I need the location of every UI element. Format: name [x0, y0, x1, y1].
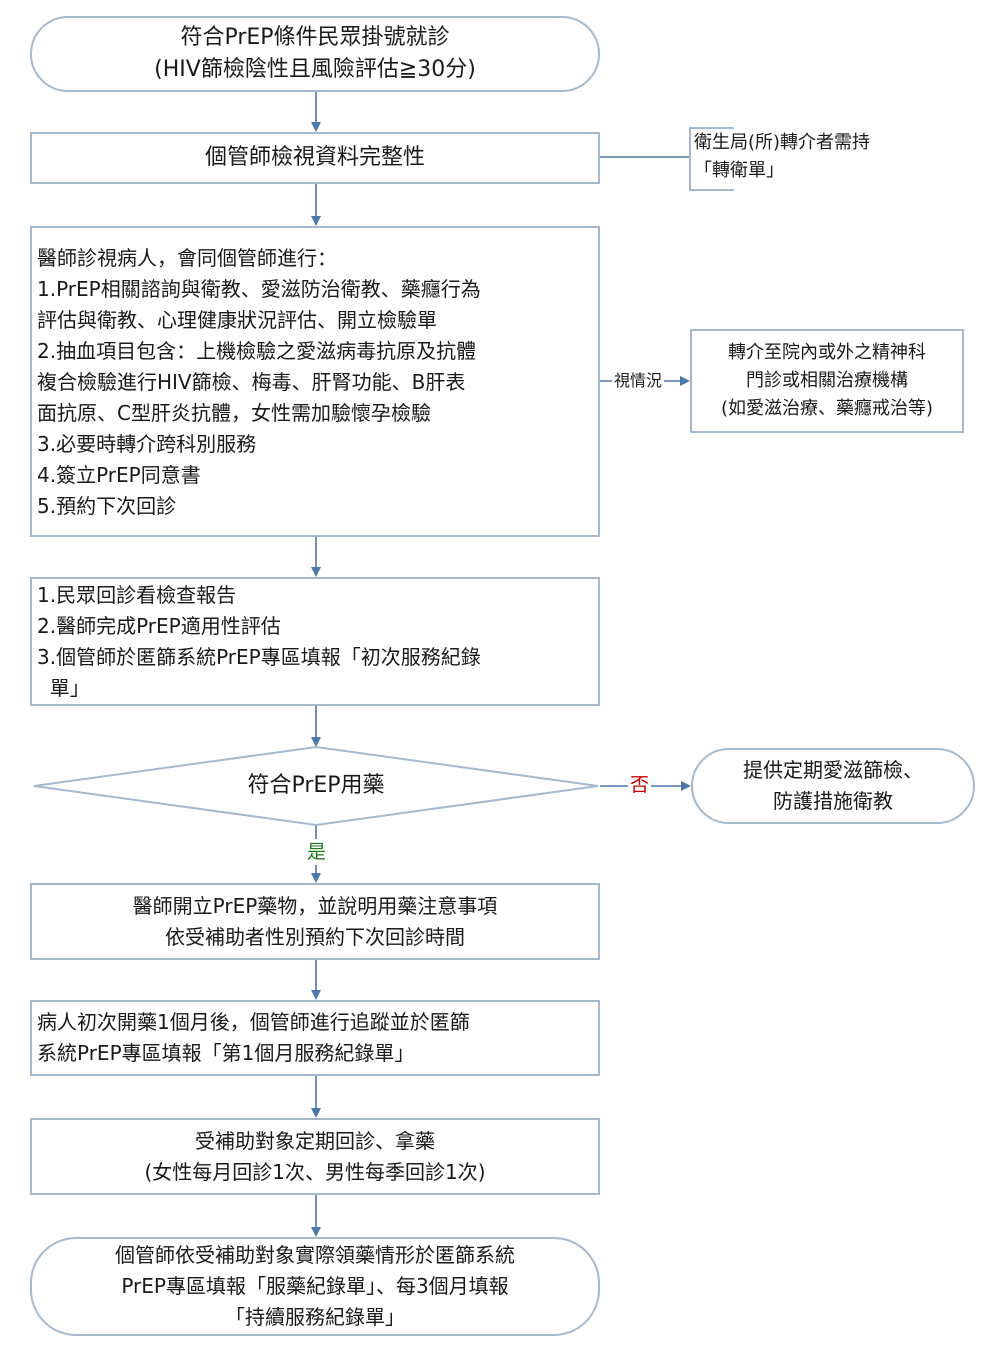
no-branch-line-1: 提供定期愛滋篩檢、	[743, 758, 923, 782]
start-line-1: 符合PrEP條件民眾掛號就診	[180, 25, 450, 50]
report-line-4: 單」	[37, 675, 90, 700]
consult-line-6: 面抗原、C型肝炎抗體，女性需加驗懷孕檢驗	[37, 401, 431, 425]
report-line-2: 2.醫師完成PrEP適用性評估	[37, 613, 281, 638]
consult-line-7: 3.必要時轉介跨科別服務	[37, 432, 257, 456]
end-line-1: 個管師依受補助對象實際領藥情形於匿篩系統	[115, 1243, 515, 1267]
refer-out-line-1: 轉介至院內或外之精神科	[728, 342, 926, 363]
end-terminal: 個管師依受補助對象實際領藥情形於匿篩系統 PrEP專區填報「服藥紀錄單」、每3個…	[30, 1237, 600, 1336]
consult-line-4: 2.抽血項目包含：上機檢驗之愛滋病毒抗原及抗體	[37, 339, 477, 363]
no-label: 否	[628, 772, 652, 798]
end-line-2: PrEP專區填報「服藥紀錄單」、每3個月填報	[121, 1274, 509, 1298]
regular-visit-box: 受補助對象定期回診、拿藥 (女性每月回診1次、男性每季回診1次)	[30, 1118, 600, 1195]
start-terminal: 符合PrEP條件民眾掛號就診 (HIV篩檢陰性且風險評估≧30分)	[30, 16, 600, 92]
yes-label: 是	[305, 839, 329, 865]
review-box: 個管師檢視資料完整性	[30, 132, 600, 184]
visit-line-1: 受補助對象定期回診、拿藥	[195, 1128, 435, 1153]
consult-line-3: 評估與衛教、心理健康狀況評估、開立檢驗單	[37, 308, 437, 332]
consult-line-5: 複合檢驗進行HIV篩檢、梅毒、肝腎功能、B肝表	[37, 370, 466, 394]
referral-note-line-2: 「轉衛單」	[694, 160, 784, 181]
prescribe-box: 醫師開立PrEP藥物，並說明用藥注意事項 依受補助者性別預約下次回診時間	[30, 883, 600, 960]
as-needed-label: 視情況	[612, 370, 665, 392]
month1-line-1: 病人初次開藥1個月後，個管師進行追蹤並於匿篩	[37, 1010, 470, 1034]
followup-report-box: 1.民眾回診看檢查報告 2.醫師完成PrEP適用性評估 3.個管師於匿篩系統Pr…	[30, 577, 600, 706]
refer-out-line-2: 門診或相關治療機構	[746, 370, 908, 391]
visit-line-2: (女性每月回診1次、男性每季回診1次)	[144, 1159, 486, 1184]
month1-followup-box: 病人初次開藥1個月後，個管師進行追蹤並於匿篩 系統PrEP專區填報「第1個月服務…	[30, 1000, 600, 1076]
consult-line-2: 1.PrEP相關諮詢與衛教、愛滋防治衛教、藥癮行為	[37, 277, 481, 301]
consult-line-1: 醫師診視病人，會同個管師進行：	[37, 246, 337, 270]
end-line-3: 「持續服務紀錄單」	[225, 1305, 405, 1329]
consultation-box: 醫師診視病人，會同個管師進行： 1.PrEP相關諮詢與衛教、愛滋防治衛教、藥癮行…	[30, 226, 600, 537]
report-line-1: 1.民眾回診看檢查報告	[37, 582, 237, 607]
note-bracket	[689, 127, 734, 191]
prescribe-line-2: 依受補助者性別預約下次回診時間	[165, 924, 465, 949]
prescribe-line-1: 醫師開立PrEP藥物，並說明用藥注意事項	[132, 893, 498, 918]
refer-out-line-3: (如愛滋治療、藥癮戒治等)	[720, 398, 934, 419]
no-branch-terminal: 提供定期愛滋篩檢、 防護措施衛教	[691, 748, 975, 824]
consult-line-8: 4.簽立PrEP同意書	[37, 463, 201, 487]
refer-out-box: 轉介至院內或外之精神科 門診或相關治療機構 (如愛滋治療、藥癮戒治等)	[690, 329, 964, 433]
consult-line-9: 5.預約下次回診	[37, 494, 177, 518]
referral-note: 衛生局(所)轉介者需持 「轉衛單」	[694, 129, 870, 185]
month1-line-2: 系統PrEP專區填報「第1個月服務紀錄單」	[37, 1041, 415, 1065]
decision-text: 符合PrEP用藥	[247, 773, 385, 798]
start-line-2: (HIV篩檢陰性且風險評估≧30分)	[154, 57, 476, 82]
review-text: 個管師檢視資料完整性	[204, 145, 425, 170]
no-branch-line-2: 防護措施衛教	[773, 789, 893, 813]
decision-diamond	[33, 745, 599, 827]
referral-note-line-1: 衛生局(所)轉介者需持	[694, 132, 871, 153]
report-line-3: 3.個管師於匿篩系統PrEP專區填報「初次服務紀錄	[37, 644, 481, 669]
